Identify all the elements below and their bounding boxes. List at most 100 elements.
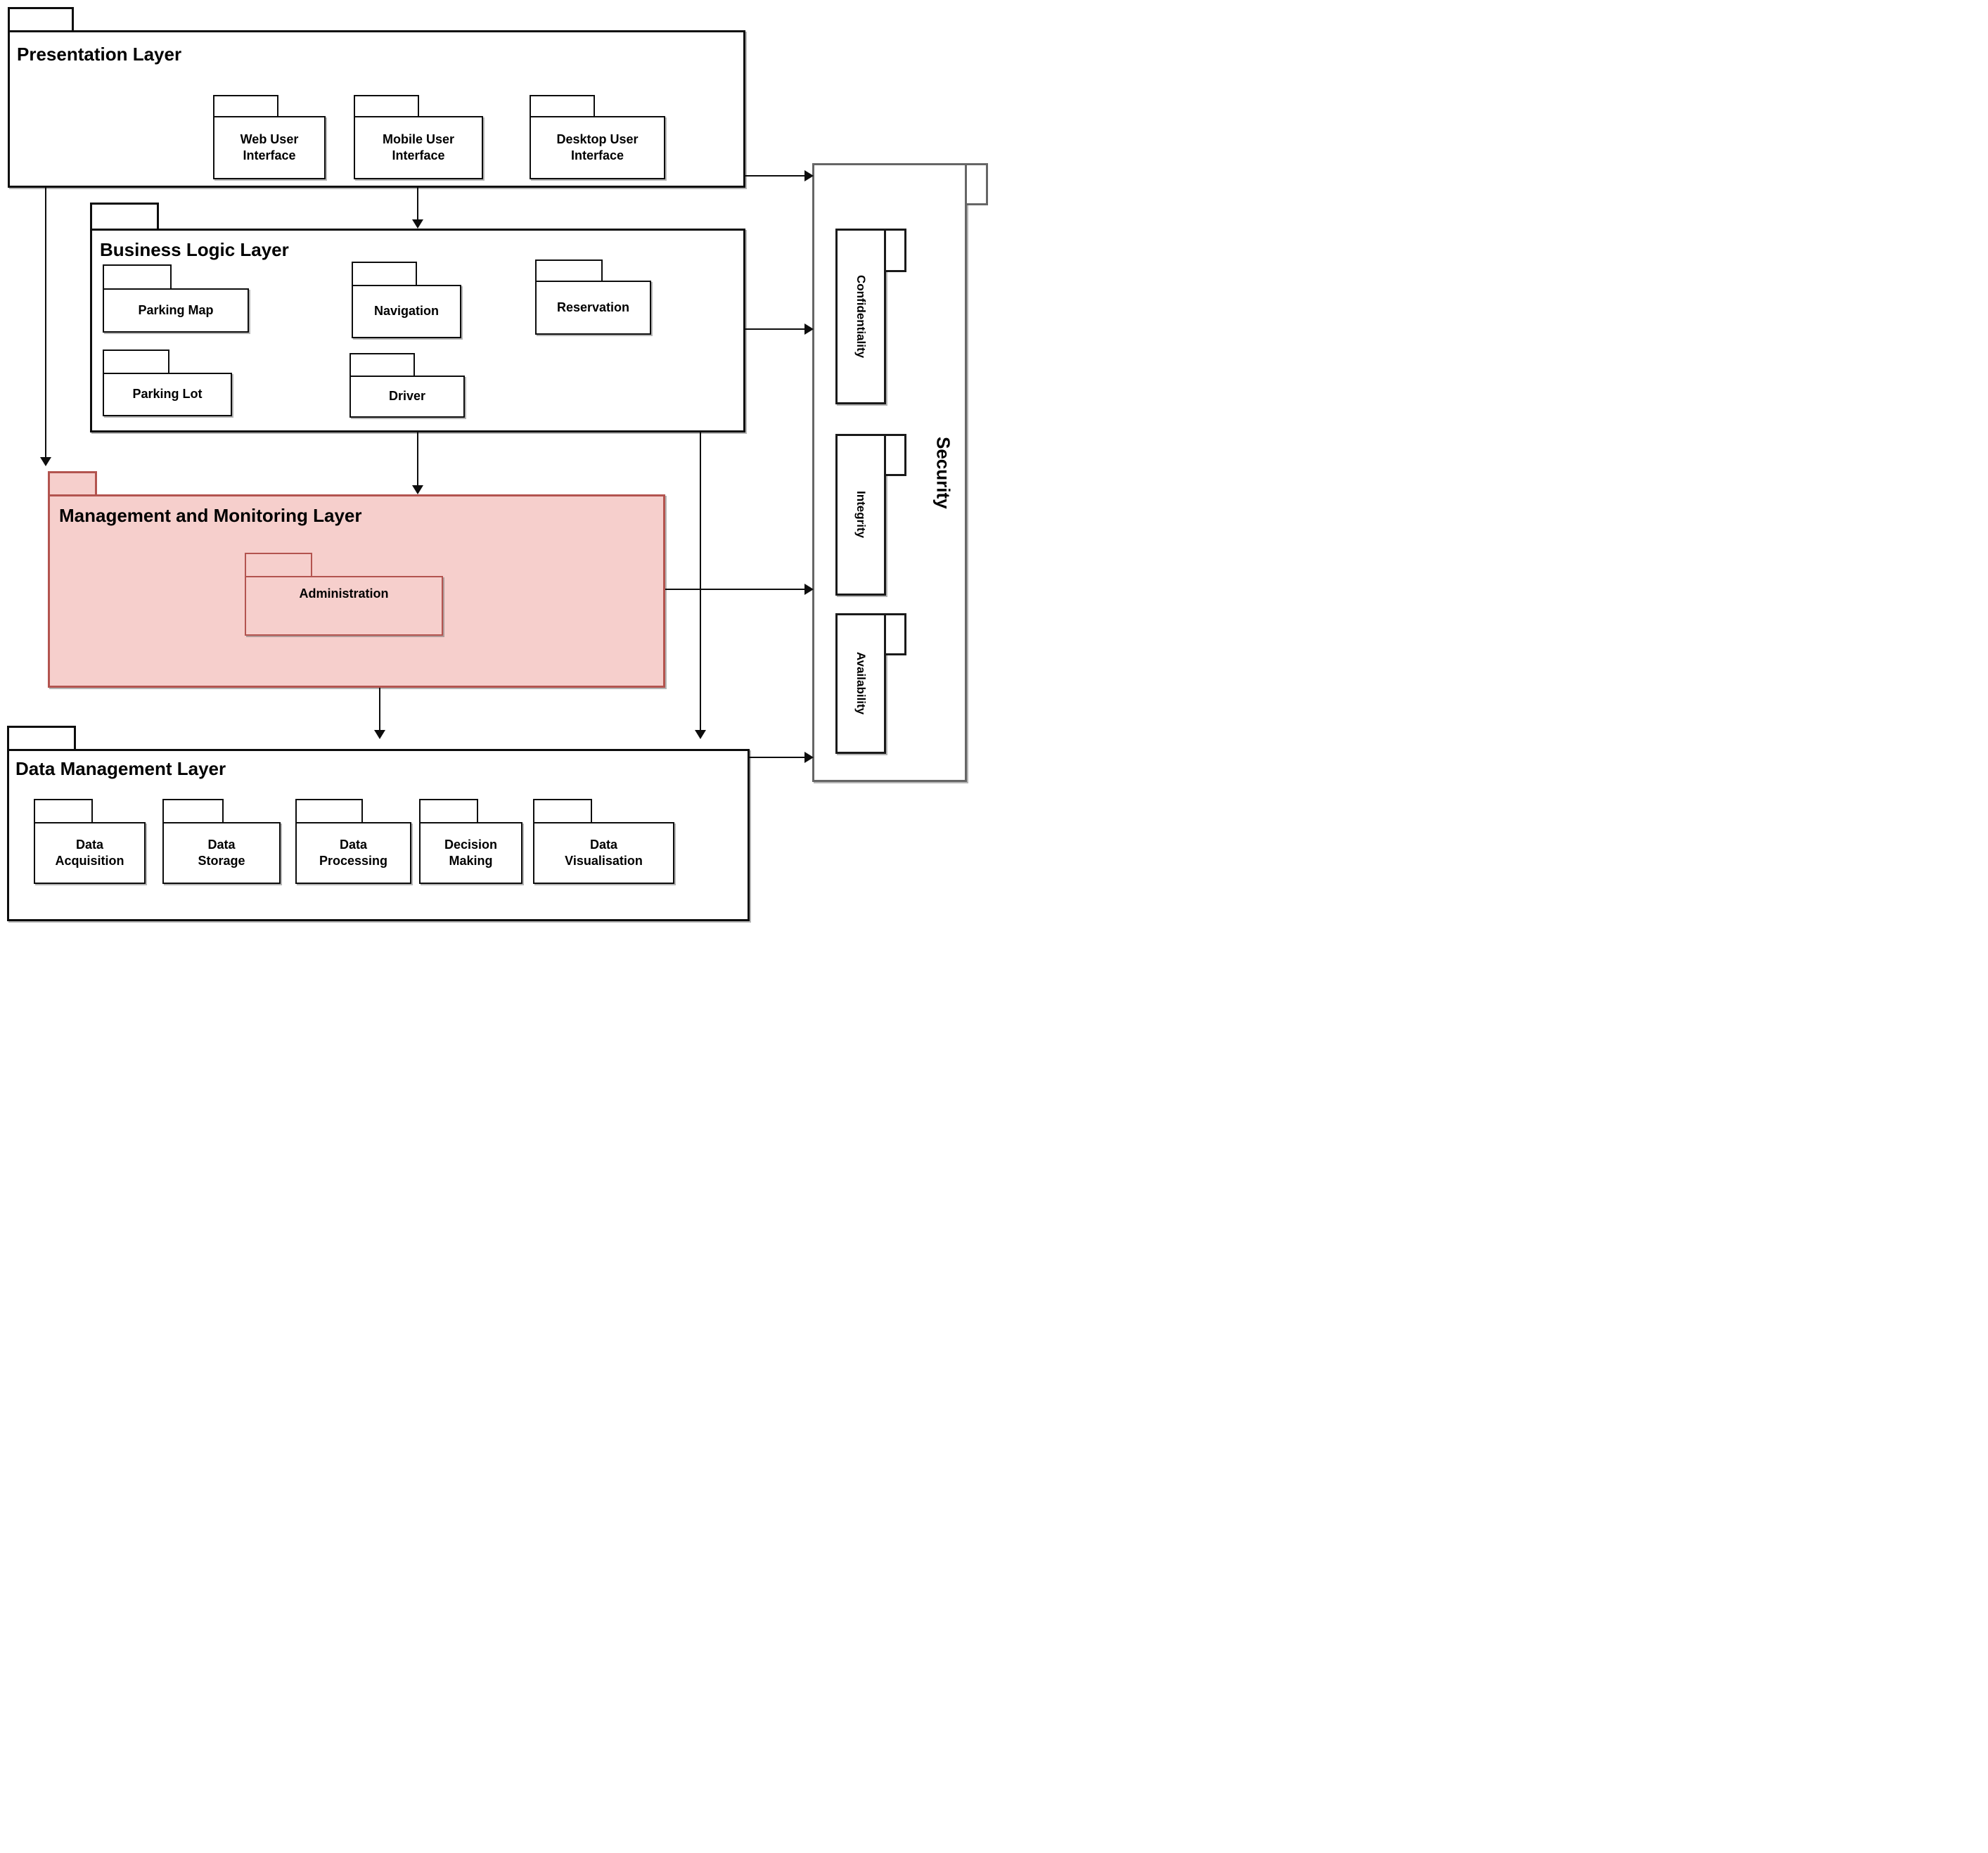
package-tab bbox=[884, 229, 906, 272]
package-parking-map: Parking Map bbox=[103, 264, 249, 333]
package-tab bbox=[34, 799, 93, 823]
arrowhead-down-icon bbox=[695, 730, 706, 739]
package-label: Integrity bbox=[854, 491, 868, 539]
package-decision-making: Decision Making bbox=[419, 799, 522, 884]
presentation-layer-title: Presentation Layer bbox=[17, 44, 182, 65]
package-body: Data Storage bbox=[162, 822, 281, 884]
arrowhead-down-icon bbox=[412, 485, 423, 494]
package-tab bbox=[354, 95, 419, 117]
package-label: Data Storage bbox=[198, 837, 245, 868]
package-label: Data Acquisition bbox=[55, 837, 124, 868]
management-layer-title: Management and Monitoring Layer bbox=[59, 505, 362, 526]
arrowhead-right-icon bbox=[804, 752, 814, 763]
package-data-processing: Data Processing bbox=[295, 799, 411, 884]
package-label: Data Processing bbox=[319, 837, 388, 868]
package-body: Parking Lot bbox=[103, 373, 232, 416]
security-package: Security Confidentiality Integrity Avail… bbox=[812, 163, 990, 782]
package-tab bbox=[352, 262, 417, 286]
package-label: Parking Map bbox=[138, 302, 214, 317]
arrow-line bbox=[745, 328, 804, 330]
package-desktop-user-interface: Desktop User Interface bbox=[530, 95, 665, 179]
architecture-diagram: Presentation Layer Web User Interface Mo… bbox=[0, 0, 994, 927]
package-body: Navigation bbox=[352, 285, 461, 338]
presentation-layer-tab bbox=[8, 7, 74, 32]
data-management-layer: Data Management Layer Data Acquisition D… bbox=[7, 726, 750, 921]
package-availability: Availability bbox=[835, 613, 930, 754]
package-tab bbox=[884, 613, 906, 655]
package-data-visualisation: Data Visualisation bbox=[533, 799, 674, 884]
package-label: Availability bbox=[854, 652, 868, 715]
arrowhead-right-icon bbox=[804, 170, 814, 181]
arrowhead-right-icon bbox=[804, 584, 814, 595]
package-body: Desktop User Interface bbox=[530, 116, 665, 179]
presentation-layer: Presentation Layer Web User Interface Mo… bbox=[8, 7, 745, 188]
data-management-layer-title: Data Management Layer bbox=[15, 758, 226, 779]
arrow-line bbox=[417, 432, 418, 485]
package-tab bbox=[349, 353, 415, 377]
arrow-line bbox=[417, 187, 418, 219]
package-label: Administration bbox=[299, 586, 389, 601]
package-body: Availability bbox=[835, 613, 886, 754]
package-body: Confidentiality bbox=[835, 229, 886, 404]
management-and-monitoring-layer: Management and Monitoring Layer Administ… bbox=[48, 471, 665, 688]
package-tab bbox=[245, 553, 312, 577]
arrow-line bbox=[45, 187, 46, 457]
data-management-layer-tab bbox=[7, 726, 76, 751]
package-body: Driver bbox=[349, 376, 465, 418]
package-tab bbox=[419, 799, 478, 823]
arrowhead-down-icon bbox=[374, 730, 385, 739]
package-tab bbox=[295, 799, 363, 823]
package-label: Data Visualisation bbox=[565, 837, 643, 868]
arrowhead-right-icon bbox=[804, 323, 814, 335]
arrow-line bbox=[750, 757, 804, 758]
package-body: Administration bbox=[245, 576, 443, 636]
package-label: Driver bbox=[388, 389, 426, 404]
package-tab bbox=[162, 799, 224, 823]
package-tab bbox=[884, 434, 906, 476]
package-integrity: Integrity bbox=[835, 434, 930, 596]
package-reservation: Reservation bbox=[535, 259, 651, 335]
package-driver: Driver bbox=[349, 353, 465, 418]
arrow-line bbox=[665, 589, 804, 590]
arrowhead-down-icon bbox=[412, 219, 423, 229]
package-body: Mobile User Interface bbox=[354, 116, 483, 179]
package-web-user-interface: Web User Interface bbox=[213, 95, 326, 179]
package-body: Parking Map bbox=[103, 288, 249, 333]
package-label: Navigation bbox=[373, 304, 439, 319]
package-body: Integrity bbox=[835, 434, 886, 596]
package-navigation: Navigation bbox=[352, 262, 461, 338]
package-parking-lot: Parking Lot bbox=[103, 350, 232, 416]
package-tab bbox=[103, 264, 172, 290]
arrow-line bbox=[745, 175, 804, 177]
management-layer-tab bbox=[48, 471, 97, 496]
business-logic-layer-title: Business Logic Layer bbox=[100, 239, 289, 260]
package-data-acquisition: Data Acquisition bbox=[34, 799, 146, 884]
package-mobile-user-interface: Mobile User Interface bbox=[354, 95, 483, 179]
package-label: Desktop User Interface bbox=[556, 132, 639, 162]
package-tab bbox=[533, 799, 592, 823]
package-tab bbox=[213, 95, 278, 117]
package-confidentiality: Confidentiality bbox=[835, 229, 930, 404]
package-tab bbox=[103, 350, 169, 374]
package-body: Reservation bbox=[535, 281, 651, 335]
package-label: Web User Interface bbox=[240, 132, 299, 162]
package-label: Mobile User Interface bbox=[382, 132, 455, 162]
business-logic-layer-tab bbox=[90, 203, 159, 231]
package-data-storage: Data Storage bbox=[162, 799, 281, 884]
package-label: Reservation bbox=[556, 300, 630, 314]
package-administration: Administration bbox=[245, 553, 443, 636]
arrowhead-down-icon bbox=[40, 457, 51, 466]
package-label: Confidentiality bbox=[854, 274, 868, 359]
package-label: Decision Making bbox=[444, 837, 498, 868]
business-logic-layer: Business Logic Layer Parking Map Navigat… bbox=[90, 203, 745, 432]
package-tab bbox=[535, 259, 603, 282]
arrow-line bbox=[379, 688, 380, 730]
security-package-title: Security bbox=[932, 436, 954, 509]
package-body: Data Visualisation bbox=[533, 822, 674, 884]
security-package-tab bbox=[965, 163, 988, 205]
package-body: Decision Making bbox=[419, 822, 522, 884]
package-label: Parking Lot bbox=[132, 387, 203, 402]
package-tab bbox=[530, 95, 595, 117]
arrow-line bbox=[700, 432, 701, 730]
package-body: Data Acquisition bbox=[34, 822, 146, 884]
